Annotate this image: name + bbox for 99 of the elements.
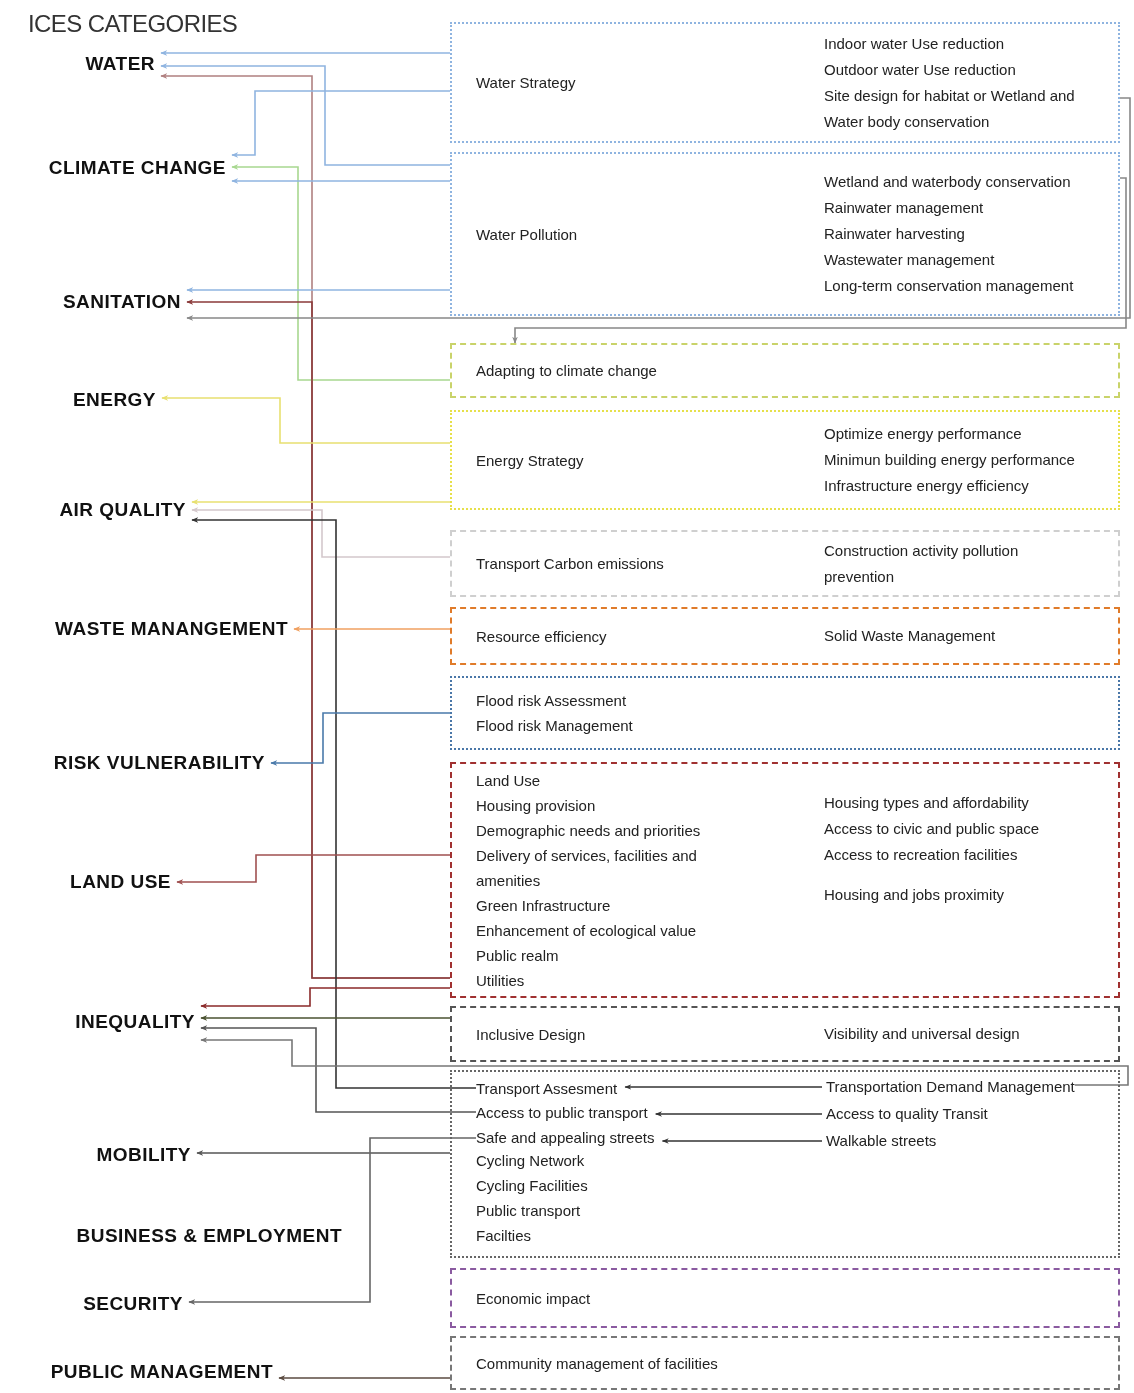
list-item: Indoor water Use reduction xyxy=(824,33,1006,54)
list-item: Public realm xyxy=(476,945,560,966)
category-label: SECURITY xyxy=(83,1284,183,1324)
list-item: Access to recreation facilities xyxy=(824,845,1019,865)
list-item: Construction activity pollution prevention xyxy=(824,540,1020,587)
dotted-box xyxy=(450,1070,1120,1258)
category-label: LAND USE xyxy=(70,862,171,902)
dotted-box xyxy=(450,410,1120,510)
box-heading: Inclusive Design xyxy=(476,1024,587,1045)
box-heading: Water Pollution xyxy=(476,224,579,245)
list-item: Site design for habitat or Wetland and xyxy=(824,85,1076,106)
arrow xyxy=(191,499,451,505)
list-item: Green Infrastructure xyxy=(476,895,612,916)
category-label: WATER xyxy=(85,44,155,84)
list-item: Safe and appealing streets xyxy=(476,1128,655,1148)
list-item: Minimun building energy performance xyxy=(824,450,1076,470)
arrow xyxy=(188,1137,477,1305)
list-item: Water body conservation xyxy=(824,111,991,132)
arrow xyxy=(160,50,451,56)
category-label: BUSINESS & EMPLOYMENT xyxy=(76,1216,342,1256)
list-item: Public transport Facilties xyxy=(476,1201,582,1246)
arrow xyxy=(661,1138,823,1144)
arrow xyxy=(160,63,451,166)
list-item: Utilities xyxy=(476,970,526,991)
dotted-box xyxy=(450,676,1120,750)
arrow xyxy=(186,287,451,293)
list-item: Wetland and waterbody conservation xyxy=(824,172,1072,192)
category-label: INEQUALITY xyxy=(75,1002,195,1042)
box-heading: Water Strategy xyxy=(476,73,577,93)
dotted-box xyxy=(450,1268,1120,1328)
arrow xyxy=(231,164,451,381)
list-item: Solid Waste Management xyxy=(824,626,997,646)
list-item: Housing types and affordability xyxy=(824,793,1030,813)
arrow xyxy=(186,299,451,979)
list-item: Access to public transport xyxy=(476,1103,648,1123)
arrow xyxy=(231,178,451,184)
arrow xyxy=(654,1111,823,1117)
list-item: Access to quality Transit xyxy=(826,1104,988,1124)
dotted-box xyxy=(450,607,1120,665)
list-item: Demographic needs and priorities xyxy=(476,820,702,841)
list-item: Transportation Demand Management xyxy=(826,1077,1075,1097)
box-heading: Community management of facilities xyxy=(476,1353,719,1374)
arrow xyxy=(624,1084,823,1090)
dotted-box xyxy=(450,22,1120,143)
arrow xyxy=(196,1150,451,1156)
arrow xyxy=(278,1375,451,1381)
category-label: SANITATION xyxy=(62,282,181,322)
title: ICES CATEGORIES xyxy=(28,9,238,39)
dotted-box xyxy=(450,343,1120,398)
arrow xyxy=(191,517,477,1089)
box-heading: Energy Strategy xyxy=(476,450,585,471)
category-label: PUBLIC MANAGEMENT xyxy=(50,1352,273,1392)
list-item: Rainwater harvesting xyxy=(824,224,966,244)
list-item: Optimize energy performance xyxy=(824,424,1023,444)
dotted-box xyxy=(450,152,1120,316)
arrow xyxy=(200,987,451,1009)
dotted-box xyxy=(450,1336,1120,1390)
arrow xyxy=(200,1015,451,1021)
list-item: Land Use xyxy=(476,770,542,791)
list-item: Visibility and universal design xyxy=(824,1024,1021,1044)
list-item: Access to civic and public space xyxy=(824,819,1041,839)
dotted-box xyxy=(450,762,1120,998)
arrow xyxy=(176,854,451,885)
list-item: Cycling Facilities xyxy=(476,1176,589,1196)
arrow xyxy=(512,177,1127,344)
category-label: CLIMATE CHANGE xyxy=(48,148,226,188)
category-label: ENERGY xyxy=(72,380,156,420)
list-item: Delivery of services, facilities and amenities xyxy=(476,845,698,891)
list-item: Housing provision xyxy=(476,795,597,816)
arrow xyxy=(231,90,451,158)
arrow xyxy=(191,507,451,558)
box-heading: Transport Carbon emissions xyxy=(476,554,665,574)
list-item: Infrastructure energy efficiency xyxy=(824,476,1030,496)
dotted-box xyxy=(450,1006,1120,1062)
list-item: Outdoor water Use reduction xyxy=(824,59,1017,80)
arrow xyxy=(270,712,451,766)
list-item: Flood risk Assessment xyxy=(476,691,628,711)
list-item: Long-term conservation management xyxy=(824,276,1075,296)
list-item: Transport Assesment xyxy=(476,1079,618,1099)
category-label: MOBILITY xyxy=(96,1135,191,1175)
list-item: Walkable streets xyxy=(826,1131,937,1151)
category-label: WASTE MANANGEMENT xyxy=(55,609,288,649)
list-item: Flood risk Management xyxy=(476,716,634,736)
arrow xyxy=(200,1025,477,1113)
list-item: Wastewater management xyxy=(824,250,996,270)
box-heading: Economic impact xyxy=(476,1288,592,1309)
box-heading: Adapting to climate change xyxy=(476,361,658,381)
arrow xyxy=(200,1037,1129,1086)
list-item: Cycling Network xyxy=(476,1151,586,1171)
arrow xyxy=(161,395,451,444)
category-label: AIR QUALITY xyxy=(59,490,186,530)
list-item: Rainwater management xyxy=(824,198,985,218)
dotted-box xyxy=(450,530,1120,597)
box-heading: Resource efficiency xyxy=(476,626,608,647)
list-item: Enhancement of ecological value xyxy=(476,920,698,941)
arrow xyxy=(293,626,451,632)
list-item: Housing and jobs proximity xyxy=(824,885,1006,905)
arrow xyxy=(186,97,1131,321)
category-label: RISK VULNERABILITY xyxy=(53,743,265,783)
